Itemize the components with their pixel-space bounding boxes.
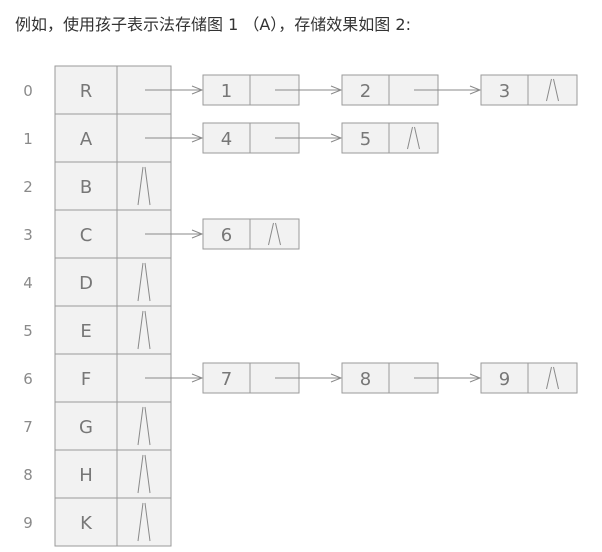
child-index-label: 1 — [221, 81, 232, 102]
head-pointer-cell — [116, 401, 172, 451]
head-row: 2 B /\ — [23, 161, 172, 211]
child-next-cell — [388, 122, 439, 154]
null-pointer-icon: /\ — [407, 126, 420, 150]
head-data-label: A — [80, 129, 93, 150]
child-index-label: 2 — [360, 81, 371, 102]
pointer-arrow — [145, 229, 204, 239]
head-data-label: H — [79, 465, 93, 486]
row-index: 4 — [23, 274, 33, 292]
child-lists: 1 2 3 /\ 4 5 /\ 6 /\ 7 8 9 /\ — [202, 74, 578, 394]
head-row: 9 K /\ — [23, 497, 172, 547]
child-node: 7 — [202, 362, 343, 394]
row-index: 8 — [23, 466, 33, 484]
null-pointer-icon: /\ — [137, 502, 151, 542]
row-index: 3 — [23, 226, 33, 244]
head-data-cell — [54, 497, 118, 547]
head-pointer-cell — [116, 497, 172, 547]
head-data-label: K — [80, 513, 93, 534]
child-node: 9 /\ — [480, 362, 578, 394]
child-next-cell — [388, 74, 439, 106]
head-pointer-cell — [116, 449, 172, 499]
pointer-arrow — [414, 373, 482, 383]
child-index-label: 9 — [499, 369, 510, 390]
head-row: 5 E /\ — [23, 305, 172, 355]
head-data-label: G — [79, 417, 93, 438]
row-index: 2 — [23, 178, 33, 196]
pointer-arrow — [275, 85, 343, 95]
head-data-label: F — [81, 369, 91, 390]
null-pointer-icon: /\ — [546, 78, 559, 102]
head-data-label: R — [80, 81, 93, 102]
row-index: 9 — [23, 514, 33, 532]
row-index: 1 — [23, 130, 33, 148]
null-pointer-icon: /\ — [546, 366, 559, 390]
child-index-label: 5 — [360, 129, 371, 150]
head-pointer-cell — [116, 257, 172, 307]
child-data-cell — [341, 74, 390, 106]
pointer-arrow — [145, 373, 204, 383]
head-data-label: E — [80, 321, 91, 342]
child-index-label: 7 — [221, 369, 232, 390]
pointer-arrow — [275, 373, 343, 383]
child-data-cell — [480, 74, 529, 106]
child-data-cell — [202, 362, 251, 394]
head-row: 7 G /\ — [23, 401, 172, 451]
head-data-cell — [54, 449, 118, 499]
null-pointer-icon: /\ — [268, 222, 281, 246]
head-data-label: B — [80, 177, 92, 198]
pointer-arrow — [275, 133, 343, 143]
child-data-cell — [202, 74, 251, 106]
child-node: 5 /\ — [341, 122, 439, 154]
head-data-label: D — [79, 273, 93, 294]
head-row: 8 H /\ — [23, 449, 172, 499]
child-data-cell — [341, 122, 390, 154]
head-row: 4 D /\ — [23, 257, 172, 307]
pointer-arrow — [145, 133, 204, 143]
row-index: 7 — [23, 418, 33, 436]
child-node: 8 — [341, 362, 482, 394]
head-pointer-cell — [116, 161, 172, 211]
child-node: 3 /\ — [480, 74, 578, 106]
head-data-cell — [54, 401, 118, 451]
child-node: 6 /\ — [202, 218, 300, 250]
child-node: 1 — [202, 74, 343, 106]
head-data-label: C — [80, 225, 93, 246]
child-index-label: 6 — [221, 225, 232, 246]
row-index: 5 — [23, 322, 33, 340]
null-pointer-icon: /\ — [137, 166, 151, 206]
child-next-cell — [527, 362, 578, 394]
null-pointer-icon: /\ — [137, 454, 151, 494]
null-pointer-icon: /\ — [137, 262, 151, 302]
child-node: 4 — [202, 122, 343, 154]
caption-text: 例如，使用孩子表示法存储图 1 （A），存储效果如图 2: — [15, 15, 411, 34]
child-next-cell — [249, 218, 300, 250]
child-node: 2 — [341, 74, 482, 106]
row-index: 0 — [23, 82, 33, 100]
row-index: 6 — [23, 370, 33, 388]
pointer-arrow — [414, 85, 482, 95]
child-data-cell — [341, 362, 390, 394]
head-data-cell — [54, 161, 118, 211]
child-index-label: 8 — [360, 369, 371, 390]
null-pointer-icon: /\ — [137, 310, 151, 350]
head-pointer-cell — [116, 305, 172, 355]
child-index-label: 3 — [499, 81, 510, 102]
head-data-cell — [54, 257, 118, 307]
null-pointer-icon: /\ — [137, 406, 151, 446]
pointer-arrow — [145, 85, 204, 95]
child-next-cell — [527, 74, 578, 106]
child-index-label: 4 — [221, 129, 232, 150]
child-data-cell — [202, 218, 251, 250]
